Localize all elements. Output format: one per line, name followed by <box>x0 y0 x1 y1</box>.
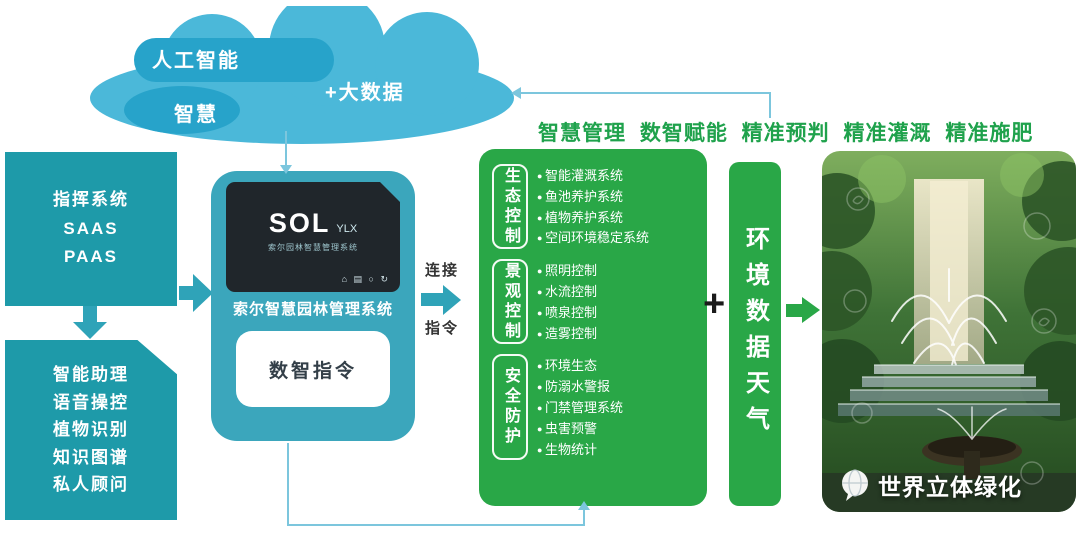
safety-section: 安全防护 环境生态 防溺水警报 门禁管理系统 虫害预警 生物统计 <box>492 354 697 461</box>
eco-control-label: 生态控制 <box>492 164 528 250</box>
arrow-right-icon <box>179 274 215 312</box>
landscape-control-section: 景观控制 照明控制 水流控制 喷泉控制 造雾控制 <box>492 259 697 345</box>
environment-data-bar: 环境数据天气 <box>729 162 781 506</box>
cloud-label-wisdom: 智慧 <box>174 104 218 126</box>
voice-line: 语音操控 <box>53 392 129 412</box>
connect-label: 连接 <box>425 262 460 279</box>
sol-logo: SOL <box>268 208 331 238</box>
headline-text: 智慧管理 数智赋能 精准预判 精准灌溉 精准施肥 <box>538 122 1034 145</box>
control-panel: 生态控制 智能灌溉系统 鱼池养护系统 植物养护系统 空间环境稳定系统 景观控制 … <box>479 149 707 506</box>
garden-scene <box>822 151 1076 512</box>
wechat-bubble-icon <box>842 469 868 501</box>
landscape-control-items: 照明控制 水流控制 喷泉控制 造雾控制 <box>537 259 597 344</box>
device-screen: SOL YLX 索尔园林智慧管理系统 ⌂ ▤ ○ ↻ <box>226 181 401 292</box>
safety-items: 环境生态 防溺水警报 门禁管理系统 虫害预警 生物统计 <box>537 354 623 460</box>
cloud-label-ai: 人工智能 <box>152 50 240 72</box>
list-item: 鱼池养护系统 <box>537 187 649 208</box>
advisor-line: 私人顾问 <box>53 475 129 495</box>
digital-command-box: 数智指令 <box>236 331 390 407</box>
arrow-right-icon <box>421 285 461 315</box>
command-system-line: 指挥系统 <box>53 189 129 209</box>
assistant-line: 智能助理 <box>53 365 129 385</box>
garden-photo <box>822 151 1076 512</box>
plus-sign: + <box>703 283 726 325</box>
watermark: 世界立体绿化 <box>838 468 1022 502</box>
list-item: 环境生态 <box>537 356 623 377</box>
digital-command-label: 数智指令 <box>268 360 357 382</box>
cloud-shape <box>90 6 514 144</box>
plant-recog-line: 植物识别 <box>53 420 129 440</box>
sol-logo-caption: 索尔园林智慧管理系统 <box>268 243 358 252</box>
list-item: 智能灌溉系统 <box>537 166 649 187</box>
list-item: 照明控制 <box>537 261 597 282</box>
saas-line: SAAS <box>63 218 119 238</box>
cloud-label-bigdata: +大数据 <box>325 82 405 104</box>
command-system-box: 指挥系统 SAAS PAAS <box>5 152 177 306</box>
assistant-features-box: 智能助理 语音操控 植物识别 知识图谱 私人顾问 <box>5 340 177 520</box>
safety-label: 安全防护 <box>492 354 528 461</box>
eco-control-items: 智能灌溉系统 鱼池养护系统 植物养护系统 空间环境稳定系统 <box>537 164 649 249</box>
arrow-right-icon <box>786 297 820 324</box>
command-label: 指令 <box>425 320 460 337</box>
sol-device-card: SOL YLX 索尔园林智慧管理系统 ⌂ ▤ ○ ↻ 索尔智慧园林管理系统 数智指… <box>211 171 415 441</box>
watermark-text: 世界立体绿化 <box>878 474 1022 500</box>
list-item: 植物养护系统 <box>537 208 649 229</box>
list-item: 空间环境稳定系统 <box>537 228 649 249</box>
list-item: 水流控制 <box>537 282 597 303</box>
list-item: 喷泉控制 <box>537 303 597 324</box>
list-item: 生物统计 <box>537 440 623 461</box>
sol-logo-suffix: YLX <box>336 223 358 235</box>
list-item: 防溺水警报 <box>537 377 623 398</box>
knowledge-line: 知识图谱 <box>53 447 129 467</box>
paas-line: PAAS <box>64 247 118 267</box>
list-item: 虫害预警 <box>537 419 623 440</box>
eco-control-section: 生态控制 智能灌溉系统 鱼池养护系统 植物养护系统 空间环境稳定系统 <box>492 164 697 250</box>
eco-icons-overlay <box>843 187 1057 485</box>
device-title: 索尔智慧园林管理系统 <box>232 301 393 318</box>
screen-status-icons: ⌂ ▤ ○ ↻ <box>341 274 390 284</box>
list-item: 门禁管理系统 <box>537 398 623 419</box>
landscape-control-label: 景观控制 <box>492 259 528 345</box>
environment-data-label: 环境数据天气 <box>741 226 769 442</box>
list-item: 造雾控制 <box>537 324 597 345</box>
arrow-down-icon <box>73 306 107 339</box>
screen-notch <box>379 181 401 203</box>
